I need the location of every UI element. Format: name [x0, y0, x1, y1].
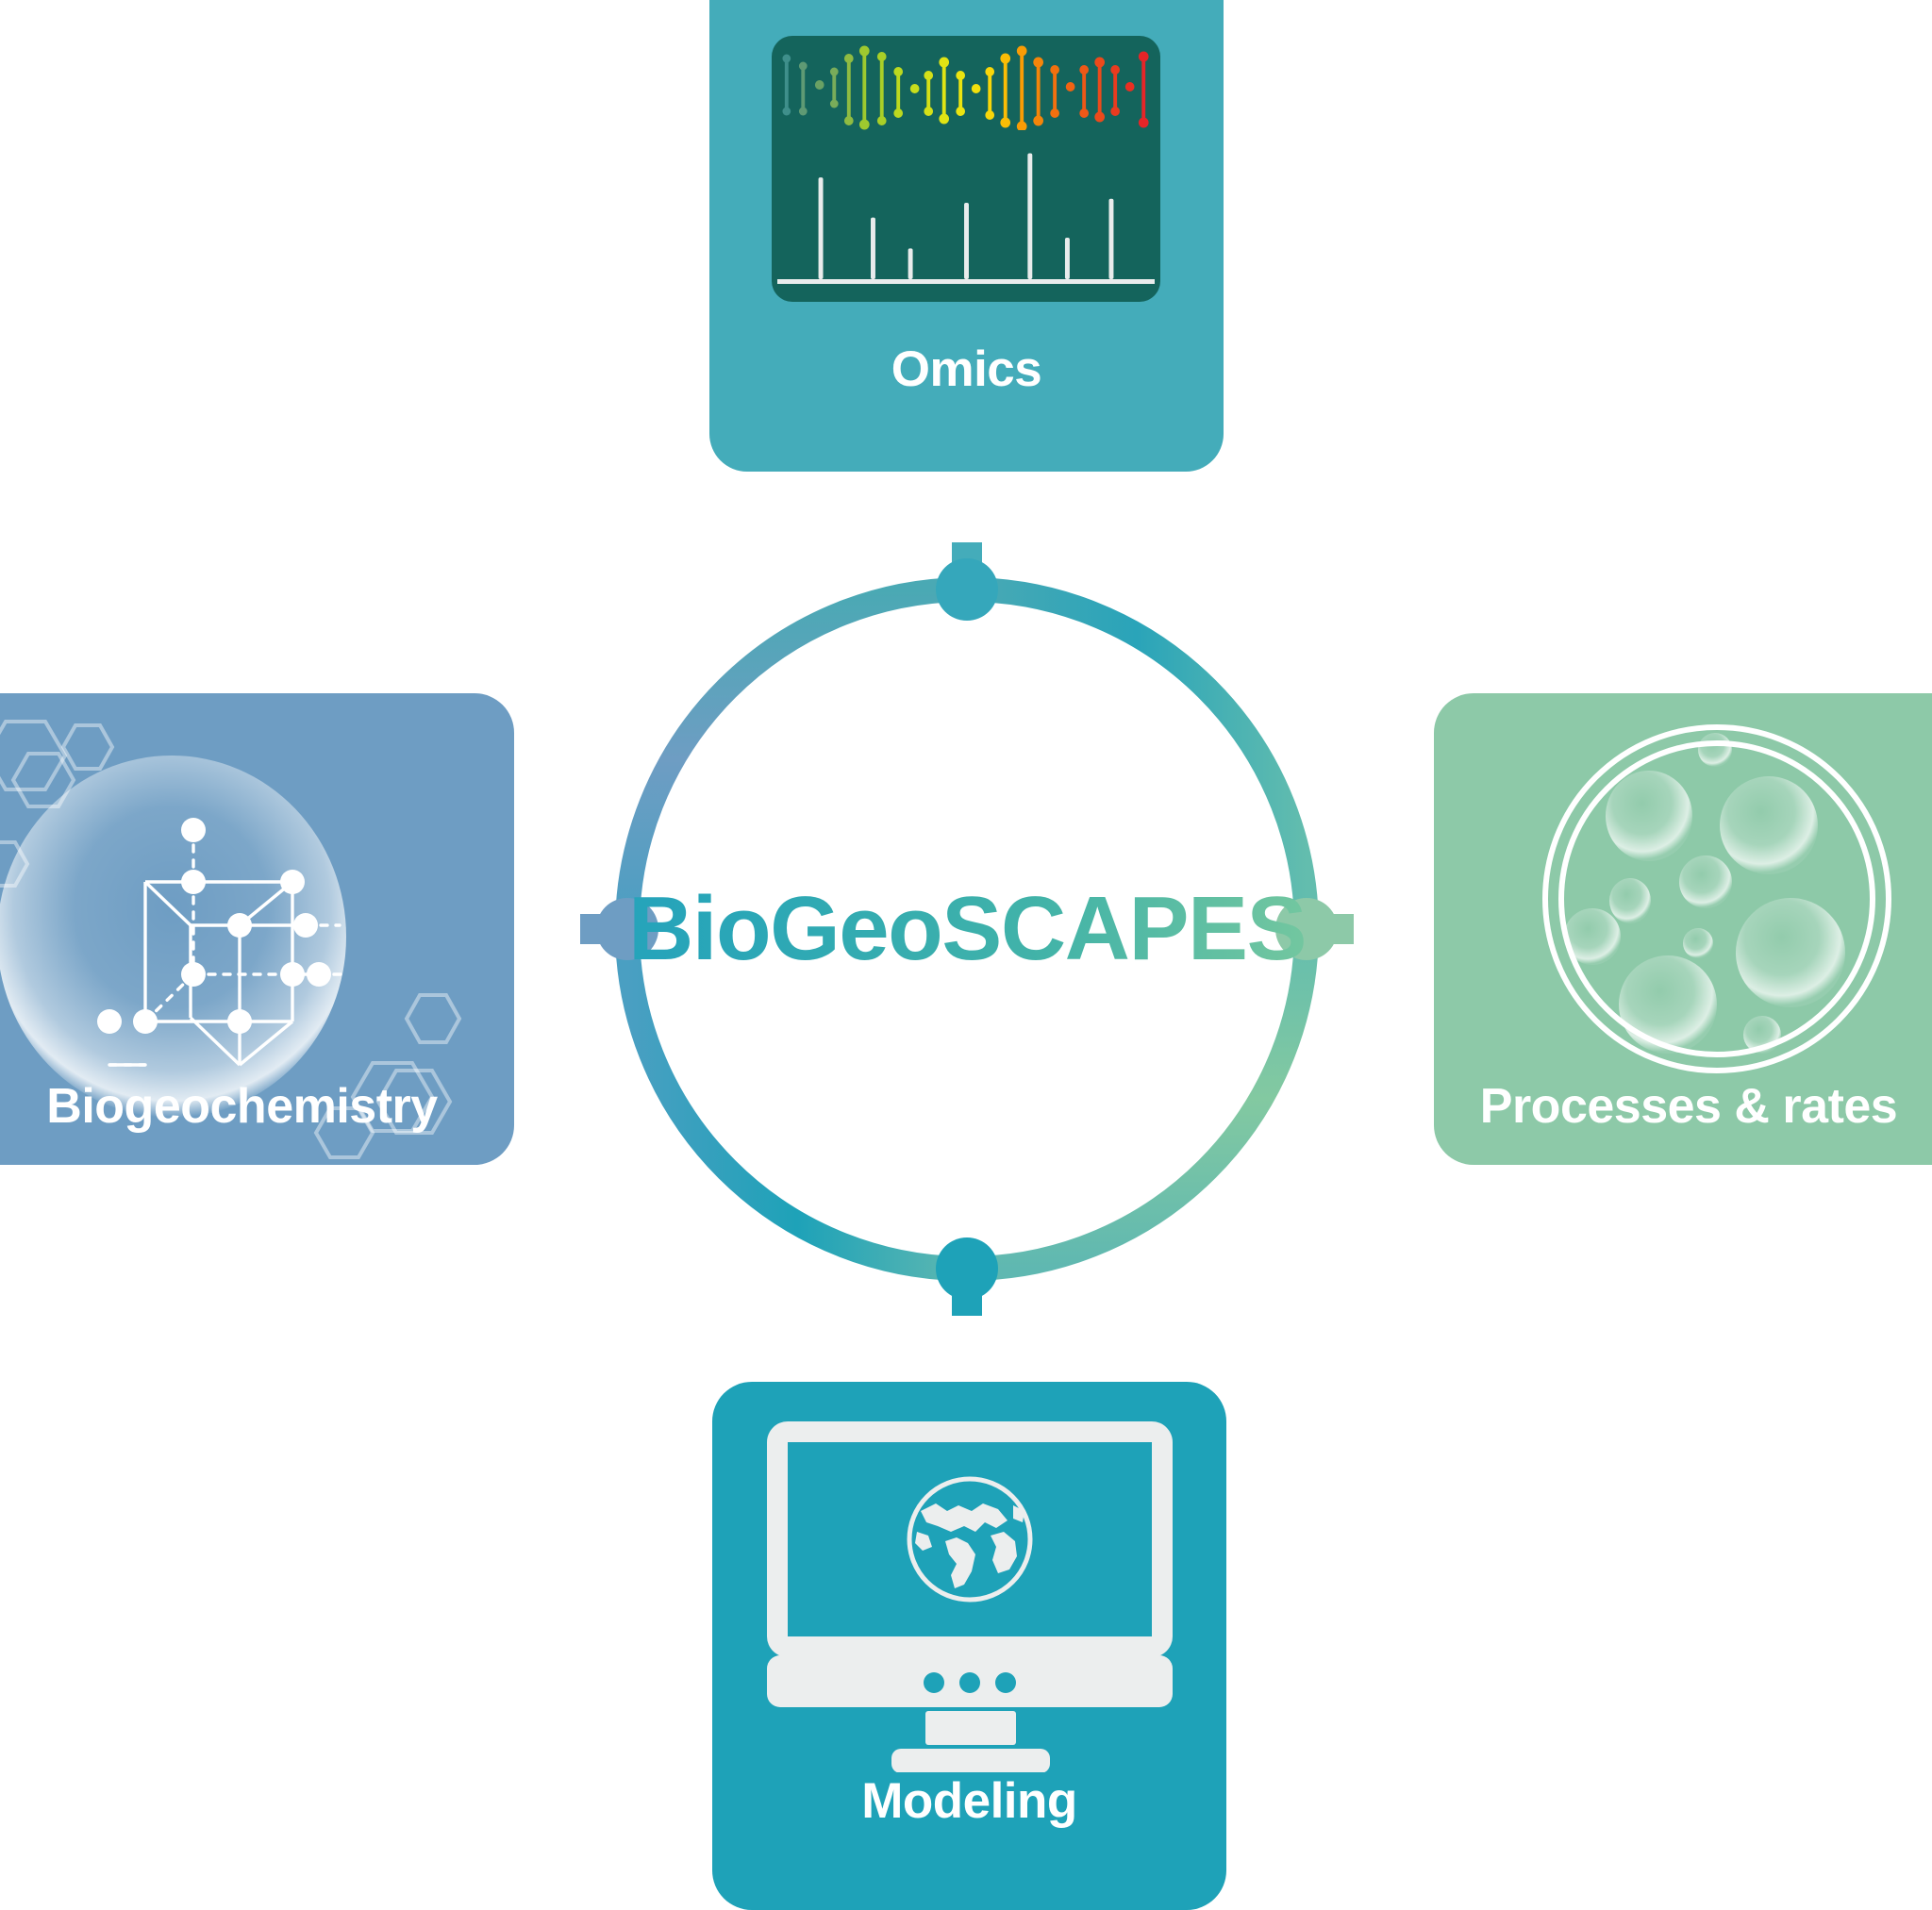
dna-barcode-icon	[782, 45, 1149, 130]
connector-node-bottom	[936, 1237, 998, 1300]
central-hub-ring	[580, 542, 1354, 1316]
node-label-modeling: Modeling	[861, 1773, 1077, 1829]
dna-spectrum-screen-icon	[772, 36, 1160, 302]
center-title: BioGeoSCAPES	[486, 877, 1448, 981]
node-card-modeling[interactable]: Modeling	[712, 1382, 1226, 1910]
dna-marker	[1033, 57, 1043, 126]
connector-node-right	[1275, 898, 1338, 960]
spectrum-baseline	[777, 279, 1155, 284]
petri-dish-icon	[1542, 724, 1891, 1073]
dna-marker	[971, 84, 981, 93]
spectrum-peak	[871, 217, 875, 279]
node-card-biogeochemistry[interactable]: Biogeochemistry	[0, 693, 514, 1165]
computer-globe-icon	[767, 1421, 1173, 1772]
spectrum-peak	[1108, 198, 1114, 279]
node-label-omics: Omics	[891, 341, 1042, 397]
dna-marker	[1110, 65, 1121, 116]
dna-marker	[1124, 82, 1135, 91]
spectrum-peak	[908, 248, 913, 279]
dna-marker	[893, 67, 904, 118]
connector-node-top	[936, 558, 998, 621]
ring-arc-bottom-right	[966, 928, 1319, 1281]
dna-marker	[1000, 53, 1011, 128]
node-card-processes[interactable]: Processes & rates	[1434, 693, 1932, 1165]
node-card-omics[interactable]: Omics	[709, 0, 1224, 472]
dna-marker	[956, 71, 966, 116]
dna-marker	[858, 45, 870, 130]
mass-spectrum-chart	[777, 153, 1155, 284]
connector-node-left	[596, 898, 658, 960]
spectrum-peak	[1027, 153, 1033, 279]
dna-marker	[876, 52, 887, 125]
dna-marker	[1050, 65, 1059, 118]
dna-marker	[985, 67, 995, 120]
dna-marker	[814, 80, 824, 90]
dna-marker	[1138, 51, 1149, 128]
dna-marker	[798, 61, 808, 116]
dna-marker	[843, 54, 854, 125]
spectrum-peak	[818, 177, 824, 279]
dna-marker	[909, 84, 920, 93]
dna-marker	[939, 57, 950, 125]
dna-marker	[782, 54, 791, 116]
dna-marker	[829, 67, 839, 108]
spectrum-peak	[964, 203, 969, 279]
node-label-biogeochemistry: Biogeochemistry	[46, 1079, 438, 1134]
molecule-sphere-icon	[0, 720, 462, 1159]
dna-marker	[1065, 82, 1075, 91]
node-label-processes: Processes & rates	[1479, 1079, 1898, 1134]
ring-arc-top-left	[615, 577, 968, 930]
dna-marker	[924, 71, 934, 116]
ring-arc-bottom-left	[615, 928, 968, 1281]
dna-marker	[1079, 65, 1090, 118]
ring-arc-top-right	[966, 577, 1319, 930]
spectrum-peak	[1064, 237, 1070, 279]
dna-marker	[1016, 45, 1027, 130]
dna-marker	[1094, 57, 1105, 123]
